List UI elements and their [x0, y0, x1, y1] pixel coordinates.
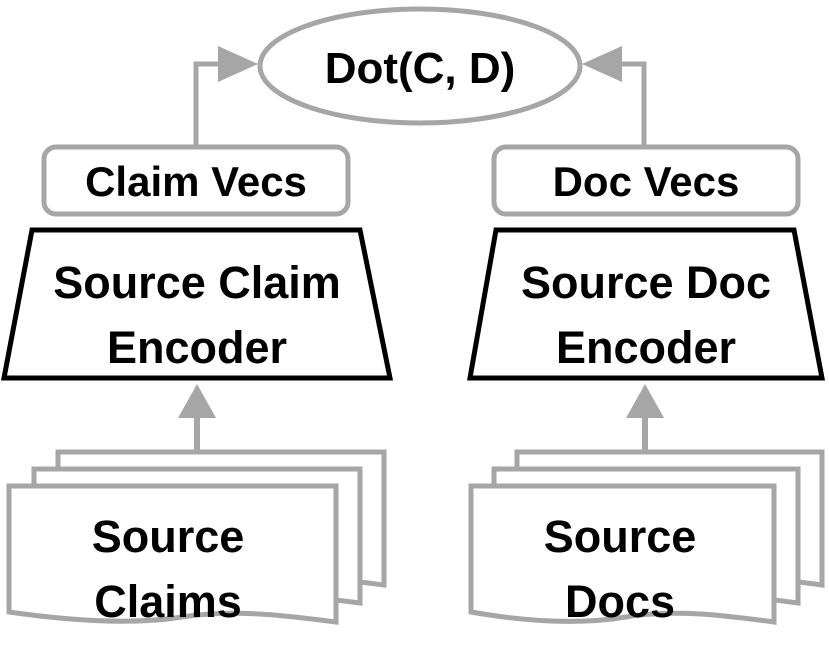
- dot-product-node: Dot(C, D): [257, 6, 583, 126]
- source-docs-label-line1: Source: [544, 511, 697, 562]
- claim-encoder-label-line2: Encoder: [107, 322, 287, 373]
- docs-to-encoder-arrow: [626, 384, 664, 450]
- source-docs-stack: Source Docs: [468, 449, 825, 627]
- doc-vecs-label: Doc Vecs: [553, 158, 740, 205]
- source-docs-label-line2: Docs: [565, 576, 675, 627]
- claim-vecs-box: Claim Vecs: [41, 144, 351, 217]
- claim-vecs-label: Claim Vecs: [85, 158, 307, 205]
- source-claims-label-line1: Source: [92, 511, 245, 562]
- claims-to-encoder-arrow: [178, 384, 216, 450]
- source-claim-encoder: Source Claim Encoder: [0, 227, 394, 381]
- source-doc-encoder: Source Doc Encoder: [467, 227, 826, 381]
- source-claims-label-line2: Claims: [94, 576, 242, 627]
- source-claims-stack: Source Claims: [6, 449, 387, 627]
- doc-vecs-to-dot-arrow: [582, 46, 647, 145]
- doc-encoder-label-line1: Source Doc: [521, 257, 771, 308]
- claim-vecs-to-dot-arrow: [193, 46, 258, 145]
- doc-encoder-label-line2: Encoder: [556, 322, 736, 373]
- doc-vecs-box: Doc Vecs: [491, 144, 801, 217]
- dot-product-label: Dot(C, D): [325, 44, 516, 93]
- claim-encoder-label-line1: Source Claim: [53, 257, 341, 308]
